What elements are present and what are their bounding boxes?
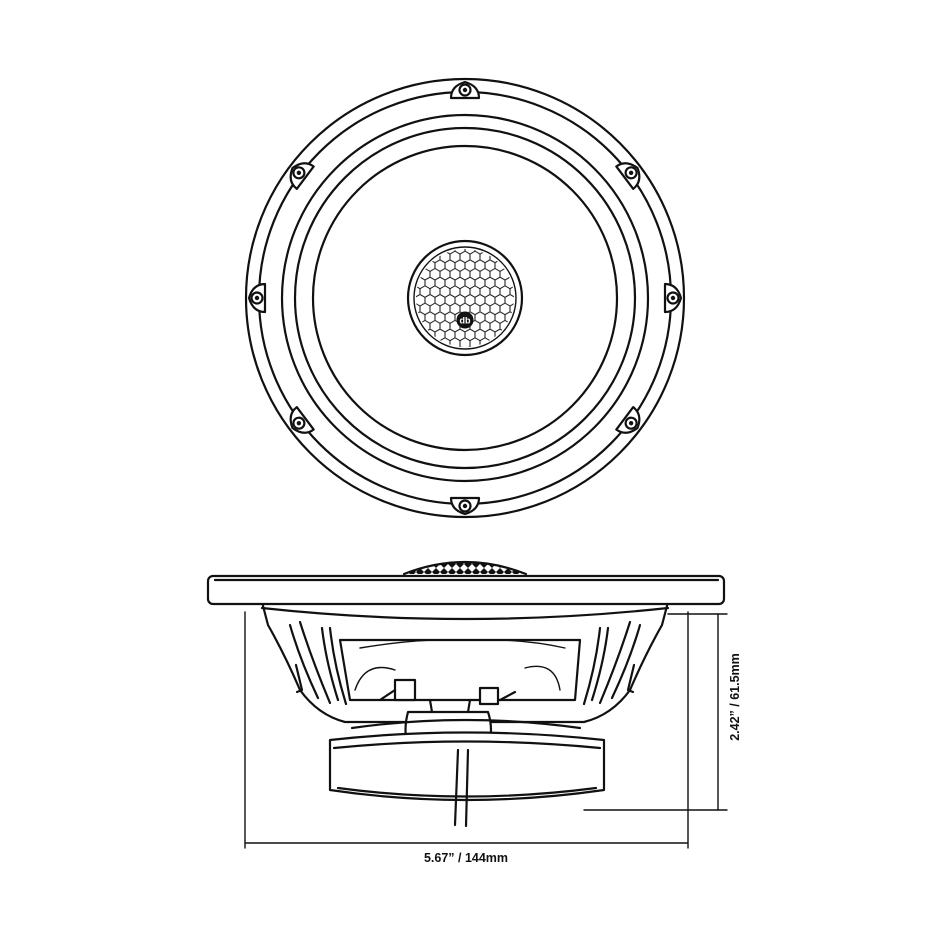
terminal-left — [393, 678, 417, 702]
side-tweeter-outline — [402, 560, 528, 576]
basket — [260, 600, 670, 724]
tweeter-bezel — [413, 246, 517, 350]
lead-wire — [453, 748, 470, 828]
side-view — [206, 560, 726, 828]
surround-outer — [280, 113, 650, 483]
left-spoke-4 — [328, 626, 348, 706]
left-spoke-2 — [298, 620, 332, 705]
left-spoke-1 — [288, 623, 320, 700]
db-logo-text: db — [460, 316, 471, 326]
mounting-hole — [292, 416, 306, 430]
right-spoke-4 — [582, 626, 602, 706]
mounting-tab — [663, 282, 683, 314]
right-clip — [626, 663, 636, 694]
height-dimension-label: 2.42” / 61.5mm — [728, 653, 742, 741]
cone-left-fold — [354, 666, 396, 691]
mounting-tab — [449, 496, 481, 516]
frame-outer-ring — [244, 77, 686, 519]
mounting-tab — [615, 406, 641, 434]
terminal-right — [478, 686, 500, 706]
cone-edge — [311, 144, 619, 452]
left-clip — [294, 663, 304, 694]
mounting-hole — [666, 291, 680, 305]
mounting-flange — [206, 574, 726, 606]
magnet-ring — [332, 740, 602, 750]
magnet-top-plate — [350, 718, 582, 730]
mounting-hole — [458, 83, 472, 97]
db-logo-badge — [456, 311, 474, 329]
cone-right-fold — [524, 665, 561, 691]
mounting-tab — [615, 162, 641, 190]
mounting-hole — [458, 499, 472, 513]
tweeter-grill — [416, 249, 514, 347]
terminal-leads — [378, 688, 517, 702]
cone-back-curve — [359, 638, 566, 649]
mounting-tab — [289, 162, 315, 190]
mounting-tab — [289, 406, 315, 434]
tweeter-ring — [406, 239, 524, 357]
right-spoke-1 — [610, 623, 642, 700]
capacitor-wires — [428, 698, 472, 714]
mounting-tabs — [247, 80, 683, 516]
mounting-hole — [292, 166, 306, 180]
surround-middle — [293, 126, 637, 470]
right-spoke-3 — [590, 626, 610, 702]
width-dimension-label: 5.67” / 144mm — [424, 851, 508, 865]
mounting-hole — [624, 416, 638, 430]
right-spoke-2 — [598, 620, 632, 705]
left-spoke-3 — [320, 626, 340, 702]
front-view: db — [244, 77, 686, 519]
basket-rim — [260, 606, 670, 621]
mounting-tab — [449, 80, 481, 100]
mounting-hole — [624, 166, 638, 180]
mounting-tab — [247, 282, 267, 314]
tweeter: db — [406, 239, 524, 357]
mounting-hole — [250, 291, 264, 305]
dimension-lines: 5.67” / 144mm 2.42” / 61.5mm — [244, 611, 742, 865]
